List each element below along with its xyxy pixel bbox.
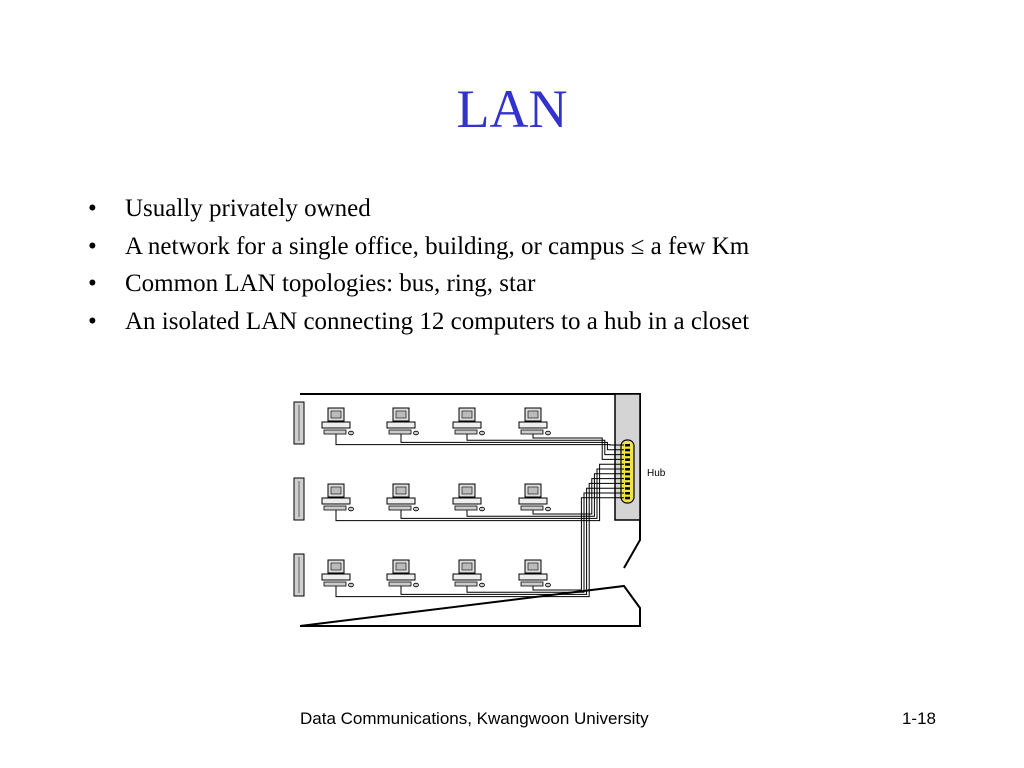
hub-port <box>625 496 630 500</box>
hub-port <box>625 477 630 481</box>
bullet-glyph: • <box>88 270 97 297</box>
network-cable <box>532 434 624 460</box>
network-cable <box>532 478 624 515</box>
hub-ports <box>625 444 630 500</box>
computer-icon <box>518 483 551 512</box>
hub-port <box>625 453 630 457</box>
network-cable <box>335 434 624 446</box>
computer-icon <box>386 407 419 436</box>
network-cable <box>466 492 624 593</box>
computer-icon <box>321 483 354 512</box>
computer-icon <box>518 559 551 588</box>
network-cable <box>400 434 624 451</box>
hub-port <box>625 444 630 447</box>
bullet-item: • Common LAN topologies: bus, ring, star <box>88 269 749 307</box>
network-cable <box>400 487 624 595</box>
bullet-text: Usually privately owned <box>125 195 371 222</box>
bullet-glyph: • <box>88 307 97 335</box>
computer-icon <box>321 407 354 436</box>
network-cable <box>532 497 624 591</box>
slide-title: LAN <box>456 79 568 139</box>
network-cable <box>466 473 624 517</box>
bullet-item: • A network for a single office, building… <box>88 232 749 270</box>
hub-port <box>625 458 630 461</box>
bullet-text: Common LAN topologies: bus, ring, star <box>125 270 536 297</box>
hub-port <box>625 468 630 471</box>
bullet-glyph: • <box>88 195 97 222</box>
bullet-item: • An isolated LAN connecting 12 computers… <box>88 307 749 345</box>
computer-icon <box>518 407 551 436</box>
hub-port <box>625 472 630 476</box>
bullet-text: An isolated LAN connecting 12 computers … <box>125 307 750 335</box>
computer-icon <box>452 407 485 436</box>
computer-icon <box>321 559 354 588</box>
network-cable <box>335 463 624 522</box>
bullet-text: A network for a single office, building,… <box>125 232 750 260</box>
hub-port <box>625 487 630 490</box>
hub-port <box>625 492 630 495</box>
hub-port <box>625 463 630 466</box>
computer-icon <box>452 559 485 588</box>
computer-icon <box>386 559 419 588</box>
cables <box>335 434 624 598</box>
computer-icon <box>452 483 485 512</box>
network-cable <box>335 482 624 598</box>
hub <box>620 439 635 504</box>
hub-port <box>625 482 630 485</box>
hub-label: Hub <box>647 468 666 479</box>
network-cable <box>466 434 624 456</box>
computer-icon <box>386 483 419 512</box>
lan-diagram: Hub <box>293 393 666 627</box>
footer-source: Data Communications, Kwangwoon Universit… <box>300 709 649 728</box>
network-cable <box>400 468 624 519</box>
hub-port <box>625 448 630 452</box>
computers <box>321 407 551 588</box>
bullet-glyph: • <box>88 232 97 260</box>
bullet-item: • Usually privately owned <box>88 194 749 232</box>
bullet-list: • Usually privately owned • A network for … <box>88 194 749 344</box>
slide-number: 1-18 <box>901 709 936 728</box>
wall-plates <box>293 401 305 597</box>
